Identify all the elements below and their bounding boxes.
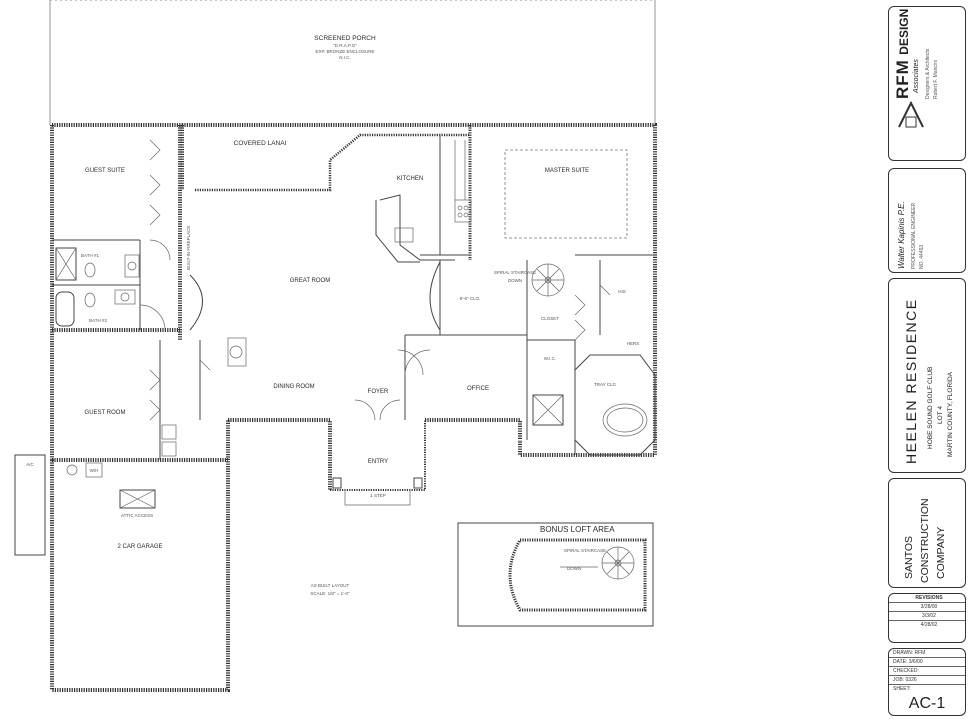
drawn-value: RFM bbox=[914, 650, 926, 656]
date-label: DATE: bbox=[893, 659, 908, 665]
label-bath-1: BATH #1 bbox=[81, 253, 99, 258]
label-loft-stair: SPIRAL STAIRCASE bbox=[564, 548, 606, 553]
note-screened-porch-1: "D.R.A.P.G" bbox=[333, 43, 357, 48]
screened-porch-outline bbox=[49, 0, 656, 125]
label-layout-title: AS BUILT LAYOUT bbox=[311, 583, 350, 588]
label-loft-down: DOWN bbox=[567, 566, 581, 571]
master-tub bbox=[574, 354, 656, 456]
lanai-walls bbox=[195, 133, 470, 192]
master-shower bbox=[532, 394, 564, 426]
title-block: RFM DESIGN Associates Designers & Archit… bbox=[888, 6, 968, 716]
label-attic-access: ATTIC ACCESS bbox=[121, 513, 153, 518]
builder-line-3: COMPANY bbox=[935, 526, 947, 579]
washer bbox=[161, 424, 177, 440]
bonus-loft-plan bbox=[457, 522, 654, 627]
label-entry: ENTRY bbox=[368, 459, 388, 465]
sheet-label: SHEET: bbox=[893, 686, 911, 692]
label-garage: 2 CAR GARAGE bbox=[117, 544, 162, 550]
builder-line-2: CONSTRUCTION bbox=[919, 498, 931, 583]
kitchen-counters bbox=[375, 140, 472, 263]
drawn-row: DRAWN: RFM bbox=[889, 649, 965, 658]
checked-label: CHECKED: bbox=[893, 668, 919, 674]
firm-logo-house bbox=[898, 100, 924, 128]
guest-bath-fixtures bbox=[55, 247, 140, 327]
label-covered-lanai: COVERED LANAI bbox=[234, 140, 287, 147]
project-line-2: LOT 4 bbox=[937, 406, 944, 424]
label-wic: W.I.C. bbox=[544, 356, 556, 361]
powder-sink bbox=[229, 345, 243, 359]
label-guest-suite: GUEST SUITE bbox=[85, 168, 125, 174]
label-master-suite: MASTER SUITE bbox=[545, 168, 589, 174]
checked-row: CHECKED: bbox=[889, 667, 965, 676]
label-ac: A/C bbox=[26, 462, 34, 467]
label-spiral-stair: SPIRAL STAIRCASE bbox=[494, 270, 536, 275]
label-kitchen: KITCHEN bbox=[397, 176, 423, 182]
great-room-curve-west bbox=[189, 274, 203, 331]
label-fireplace: BUILT-IN FIREPLACE bbox=[186, 226, 191, 270]
sheet-block: DRAWN: RFM DATE: 3/6/00 CHECKED: JOB: 03… bbox=[888, 648, 966, 716]
exterior-walls bbox=[50, 123, 657, 692]
firm-stamp: RFM DESIGN Associates Designers & Archit… bbox=[888, 6, 966, 161]
label-his: HIS bbox=[618, 289, 626, 294]
label-dining-room: DINING ROOM bbox=[273, 384, 314, 390]
job-label: JOB: bbox=[893, 677, 905, 683]
builder-block: SANTOS CONSTRUCTION COMPANY bbox=[888, 478, 966, 588]
revision-1: 3/28/00 bbox=[889, 603, 965, 612]
label-step: 1 STEP bbox=[370, 493, 386, 498]
revisions-label: REVISIONS bbox=[889, 594, 965, 603]
engineer-stamp: Walter Kapinis P.E. PROFESSIONAL ENGINEE… bbox=[888, 168, 966, 273]
label-great-room: GREAT ROOM bbox=[290, 278, 330, 284]
water-heater bbox=[66, 464, 78, 476]
label-closet-8x6: 8'-6" CLO. bbox=[460, 296, 481, 301]
label-layout-scale: SCALE: 1/8" = 1'-0" bbox=[310, 591, 350, 596]
project-line-3: MARTIN COUNTY, FLORIDA bbox=[947, 372, 954, 457]
revision-3: 4/28/02 bbox=[920, 622, 938, 628]
revisions-block: REVISIONS 3/28/00 3/3/02 4/28/02 bbox=[888, 593, 966, 643]
date-value: 3/6/00 bbox=[908, 659, 923, 665]
label-foyer: FOYER bbox=[368, 389, 389, 395]
job-value: 0326 bbox=[905, 677, 917, 683]
engineer-title: PROFESSIONAL ENGINEER bbox=[911, 202, 917, 269]
label-closet: CLOSET bbox=[541, 316, 559, 321]
engineer-name: Walter Kapinis P.E. bbox=[897, 201, 906, 269]
revision-2: 3/3/02 bbox=[889, 612, 965, 621]
project-block: HEELEN RESIDENCE HOBE SOUND GOLF CLUB LO… bbox=[888, 278, 966, 473]
label-wh: W/H bbox=[90, 468, 99, 473]
spiral-stair-main bbox=[531, 263, 565, 297]
firm-associates: Associates bbox=[913, 59, 920, 93]
firm-line-2: Robert F. Mancini bbox=[933, 60, 939, 99]
label-bath-2: BATH #2 bbox=[89, 318, 107, 323]
label-bonus-loft: BONUS LOFT AREA bbox=[540, 525, 615, 534]
label-office: OFFICE bbox=[467, 386, 489, 392]
note-screened-porch-3: N.I.C. bbox=[339, 55, 351, 60]
firm-name: RFM bbox=[893, 59, 912, 99]
label-hers: HERS bbox=[627, 341, 640, 346]
firm-design: DESIGN bbox=[897, 8, 911, 55]
builder-line-1: SANTOS bbox=[903, 536, 915, 579]
dryer bbox=[161, 441, 177, 457]
drawn-label: DRAWN: bbox=[893, 650, 914, 656]
note-screened-porch-2: EXP. BRONZE ENCLOSURE bbox=[316, 49, 375, 54]
sheet-number: AC-1 bbox=[908, 695, 946, 712]
attic-access-hatch bbox=[119, 489, 156, 509]
entry-step bbox=[344, 490, 411, 506]
project-name: HEELEN RESIDENCE bbox=[903, 298, 919, 464]
master-tray-ceiling bbox=[504, 149, 628, 239]
ac-pad bbox=[14, 454, 46, 556]
label-tray-clg: TRAY CLG bbox=[594, 382, 617, 387]
label-screened-porch: SCREENED PORCH bbox=[314, 35, 376, 42]
label-guest-room: GUEST ROOM bbox=[85, 410, 126, 416]
doors bbox=[139, 139, 611, 421]
engineer-number: NO. 44453 bbox=[919, 244, 925, 269]
date-row: DATE: 3/6/00 bbox=[889, 658, 965, 667]
great-room-curve-east bbox=[429, 261, 441, 331]
interior-walls bbox=[52, 135, 655, 460]
project-line-1: HOBE SOUND GOLF CLUB bbox=[927, 366, 934, 449]
job-row: JOB: 0326 bbox=[889, 676, 965, 685]
label-stair-down: DOWN bbox=[508, 278, 522, 283]
firm-line-1: Designers & Architects bbox=[925, 48, 931, 99]
